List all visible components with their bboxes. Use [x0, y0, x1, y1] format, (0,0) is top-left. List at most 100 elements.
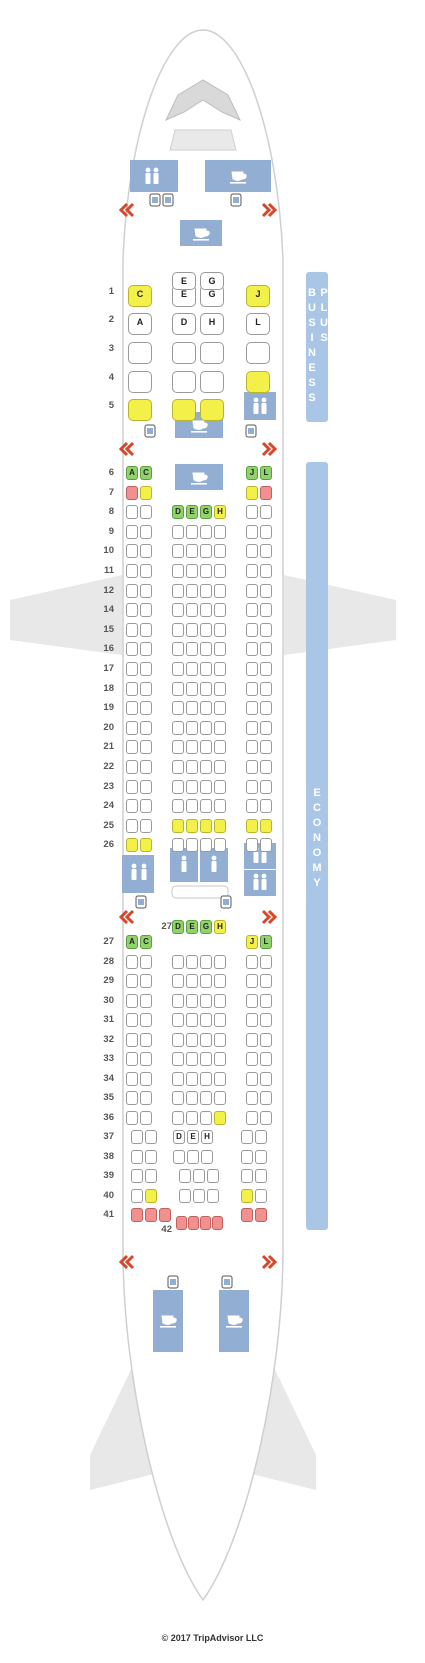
seat-center[interactable]: [186, 524, 198, 539]
seat-left[interactable]: [126, 622, 138, 637]
seat-center[interactable]: [186, 1071, 198, 1086]
seat-business-center[interactable]: H: [200, 313, 224, 335]
seat-right[interactable]: [255, 1149, 267, 1164]
seat-center[interactable]: [214, 974, 226, 988]
seat-center[interactable]: D: [172, 920, 184, 934]
seat-center[interactable]: [179, 1188, 191, 1203]
seat-center[interactable]: [214, 760, 226, 774]
seat-business-right[interactable]: [246, 342, 270, 364]
seat-center[interactable]: [200, 583, 212, 598]
seat-left[interactable]: [126, 583, 138, 598]
seat-center[interactable]: [186, 583, 198, 598]
seat-right[interactable]: [246, 524, 258, 539]
seat-left[interactable]: [140, 779, 152, 794]
seat-left[interactable]: [140, 1032, 152, 1047]
seat-left[interactable]: [126, 974, 138, 988]
seat-right[interactable]: [260, 524, 272, 539]
seat-left[interactable]: [126, 662, 138, 676]
seat-left[interactable]: [145, 1188, 157, 1203]
seat-center[interactable]: [172, 1052, 184, 1066]
seat-left[interactable]: [140, 799, 152, 814]
seat-center[interactable]: [214, 603, 226, 618]
seat-right[interactable]: [246, 818, 258, 833]
seat-center[interactable]: [200, 760, 212, 774]
seat-right[interactable]: [260, 838, 272, 853]
seat-center[interactable]: [214, 1071, 226, 1086]
seat-right[interactable]: [260, 544, 272, 559]
seat-center[interactable]: [200, 642, 212, 657]
seat-right[interactable]: [260, 1110, 272, 1125]
seat-center[interactable]: [186, 662, 198, 676]
seat-right[interactable]: [260, 818, 272, 833]
seat-center[interactable]: [214, 622, 226, 637]
seat-center[interactable]: [200, 603, 212, 618]
seat-center[interactable]: H: [214, 505, 226, 520]
seat-center[interactable]: [214, 954, 226, 969]
seat-center[interactable]: [214, 1110, 226, 1125]
seat-right[interactable]: [260, 954, 272, 969]
seat-center[interactable]: [200, 993, 212, 1008]
seat-right[interactable]: [260, 974, 272, 988]
seat-center[interactable]: E: [186, 505, 198, 520]
seat-right[interactable]: [246, 720, 258, 735]
seat-center[interactable]: [214, 564, 226, 578]
seat-right[interactable]: [246, 760, 258, 774]
seat-center[interactable]: [214, 818, 226, 833]
seat-center[interactable]: [188, 1216, 199, 1230]
seat-right[interactable]: J: [246, 935, 258, 949]
seat-center[interactable]: [172, 1013, 184, 1027]
seat-right[interactable]: [260, 485, 272, 500]
seat-center[interactable]: [200, 1013, 212, 1027]
seat-center[interactable]: [186, 740, 198, 755]
seat-right[interactable]: [260, 993, 272, 1008]
seat-left[interactable]: [131, 1149, 143, 1164]
seat-left[interactable]: [126, 1032, 138, 1047]
seat-center[interactable]: [200, 544, 212, 559]
seat-right[interactable]: [255, 1130, 267, 1144]
seat-center[interactable]: [172, 740, 184, 755]
seat-center[interactable]: [214, 838, 226, 853]
seat-center[interactable]: D: [173, 1130, 185, 1144]
seat-center[interactable]: G: [200, 920, 212, 934]
seat-left[interactable]: [140, 505, 152, 520]
seat-left[interactable]: C: [140, 466, 152, 480]
seat-center[interactable]: [172, 642, 184, 657]
seat-center[interactable]: [172, 564, 184, 578]
seat-right[interactable]: [260, 642, 272, 657]
seat-left[interactable]: [131, 1130, 143, 1144]
seat-center[interactable]: [172, 954, 184, 969]
seat-right[interactable]: [246, 681, 258, 696]
seat-left[interactable]: [126, 701, 138, 716]
seat-right[interactable]: L: [260, 935, 272, 949]
seat-business-left[interactable]: [128, 399, 152, 421]
seat-center[interactable]: H: [201, 1130, 213, 1144]
seat-left[interactable]: [140, 1052, 152, 1066]
seat-left[interactable]: [145, 1169, 157, 1183]
seat-left[interactable]: [126, 993, 138, 1008]
seat-center[interactable]: [186, 974, 198, 988]
seat-left[interactable]: [140, 662, 152, 676]
seat-right[interactable]: [246, 779, 258, 794]
seat-left[interactable]: [126, 740, 138, 755]
seat-left[interactable]: [140, 760, 152, 774]
seat-right[interactable]: [260, 760, 272, 774]
seat-right[interactable]: [260, 622, 272, 637]
seat-business-center[interactable]: [200, 399, 224, 421]
seat-left[interactable]: [140, 524, 152, 539]
seat-center[interactable]: [187, 1149, 199, 1164]
seat-center[interactable]: [172, 681, 184, 696]
seat-left[interactable]: [140, 818, 152, 833]
seat-left[interactable]: [140, 838, 152, 853]
seat-business-center[interactable]: [172, 342, 196, 364]
seat-center[interactable]: [214, 681, 226, 696]
seat-center[interactable]: [172, 779, 184, 794]
seat-center[interactable]: [172, 1071, 184, 1086]
seat-left[interactable]: [140, 1091, 152, 1105]
seat-center[interactable]: [172, 799, 184, 814]
seat-center[interactable]: [200, 701, 212, 716]
seat-center[interactable]: [186, 1110, 198, 1125]
seat-right[interactable]: [246, 701, 258, 716]
seat-right[interactable]: [260, 681, 272, 696]
seat-right[interactable]: [260, 505, 272, 520]
seat-left[interactable]: [126, 1071, 138, 1086]
